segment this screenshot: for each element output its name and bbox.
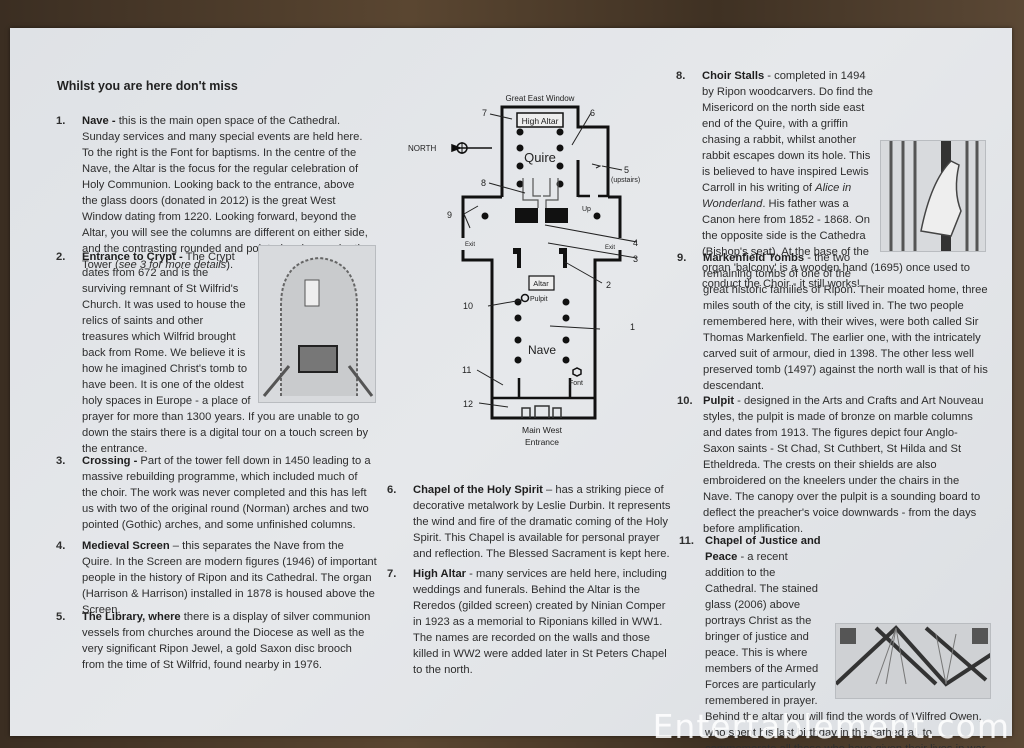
item-title: Nave - xyxy=(82,115,116,127)
watermark: Entertablement.com xyxy=(652,707,1010,746)
item-number: 9. xyxy=(677,252,687,264)
image-spacer xyxy=(868,250,988,280)
item-title: The Library, where xyxy=(82,611,181,623)
item-text: – has a striking piece of decorative met… xyxy=(413,484,671,560)
label-high-altar: High Altar xyxy=(522,116,559,126)
item-number: 8. xyxy=(676,70,686,82)
item-emphasis: see 3 for more details xyxy=(118,259,227,271)
label-entrance: Main West xyxy=(522,425,563,435)
north-arrow xyxy=(451,143,492,153)
quire-walls xyxy=(500,105,610,197)
item-crossing: 3. Crossing - Part of the tower fell dow… xyxy=(56,453,372,533)
screen-block-left xyxy=(515,208,538,223)
label-entrance: Entrance xyxy=(525,437,559,447)
item-title: Crossing - xyxy=(82,455,138,467)
item-title: Markenfield Tombs xyxy=(703,252,805,264)
item-chapel-justice-peace: 11. Chapel of Justice and Peace - a rece… xyxy=(679,533,995,748)
font-marker xyxy=(572,367,582,377)
label-east-window: Great East Window xyxy=(506,94,575,103)
item-crypt: 2. Entrance to Crypt - The Crypt dates f… xyxy=(56,245,376,457)
item-text: – this separates the Nave from the Quire… xyxy=(82,540,377,616)
item-number: 1. xyxy=(56,115,66,127)
item-text: ). xyxy=(226,259,234,271)
item-text: - a recent addition to the Cathedral. Th… xyxy=(705,551,988,748)
high-altar-box xyxy=(516,112,564,128)
item-number: 2. xyxy=(56,251,66,263)
label-up: Up xyxy=(582,206,591,213)
screen-block-right xyxy=(545,208,568,223)
west-doors xyxy=(521,405,562,418)
leaflet-sheet xyxy=(10,28,1012,736)
transept-nave-walls xyxy=(461,160,622,420)
item-chapel-holy-spirit: 6. Chapel of the Holy Spirit – has a str… xyxy=(387,482,673,562)
map-label-10: 10 xyxy=(463,301,473,311)
item-number: 3. xyxy=(56,455,66,467)
map-label-7: 7 xyxy=(482,108,487,118)
cathedral-floor-plan: Great East Window NORTH High Altar Quire… xyxy=(408,94,640,447)
label-altar: Altar xyxy=(533,279,549,288)
item-title: Chapel of Justice and Peace xyxy=(705,535,821,563)
map-label-6: 6 xyxy=(590,108,595,118)
item-text: there is a display of silver communion v… xyxy=(82,611,371,671)
map-label-2: 2 xyxy=(606,280,611,290)
item-number: 7. xyxy=(387,568,397,580)
map-label-11: 11 xyxy=(462,365,471,375)
item-title: Medieval Screen xyxy=(82,540,170,552)
item-text: Part of the tower fell down in 1450 lead… xyxy=(82,455,371,531)
leader-lines xyxy=(463,112,638,408)
map-label-8: 8 xyxy=(481,178,486,188)
item-choir-stalls: 8. Choir Stalls - completed in 1494 by R… xyxy=(676,68,992,292)
item-text: . His father was a Canon here from 1852 … xyxy=(702,198,970,290)
item-high-altar: 7. High Altar - many services are held h… xyxy=(387,566,673,678)
item-title: Pulpit xyxy=(703,395,735,407)
altar-box xyxy=(528,275,555,291)
item-title: Entrance to Crypt - xyxy=(82,251,183,263)
item-text: - the two remaining tombs of one of the … xyxy=(703,252,988,392)
item-title: Choir Stalls xyxy=(702,70,765,82)
label-north: NORTH xyxy=(408,144,437,153)
label-exit-north: Exit xyxy=(465,242,475,248)
wooden-hand-sketch-image xyxy=(880,140,986,252)
item-text: The Crypt dates from 672 and is the surv… xyxy=(82,251,369,455)
map-label-1: 1 xyxy=(630,322,635,332)
columns xyxy=(481,128,601,364)
map-label-3: 3 xyxy=(633,254,638,264)
item-text: - designed in the Arts and Crafts and Ar… xyxy=(703,395,984,535)
map-label-5: 5 xyxy=(624,165,629,175)
item-text: - completed in 1494 by Ripon woodcarvers… xyxy=(702,70,874,194)
item-number: 11. xyxy=(679,535,694,547)
pulpit-marker xyxy=(520,293,530,303)
item-library: 5. The Library, where there is a display… xyxy=(56,609,372,673)
item-markenfield-tombs: 9. Markenfield Tombs - the two remaining… xyxy=(677,250,988,394)
crypt-sketch-image xyxy=(258,245,376,403)
label-nave: Nave xyxy=(528,343,556,357)
map-label-12: 12 xyxy=(463,399,473,409)
label-font: Font xyxy=(569,380,583,387)
item-pulpit: 10. Pulpit - designed in the Arts and Cr… xyxy=(677,393,988,537)
label-upstairs: (upstairs) xyxy=(611,177,640,184)
stained-glass-sketch-image xyxy=(835,623,991,699)
item-title: Chapel of the Holy Spirit xyxy=(413,484,543,496)
map-label-9: 9 xyxy=(447,210,452,220)
item-number: 6. xyxy=(387,484,397,496)
item-number: 4. xyxy=(56,540,66,552)
page-heading: Whilst you are here don't miss xyxy=(57,79,238,93)
item-emphasis: Alice in Wonderland xyxy=(702,182,852,210)
item-number: 5. xyxy=(56,611,66,623)
label-pulpit: Pulpit xyxy=(530,296,548,303)
item-text: - many services are held here, including… xyxy=(413,568,667,676)
label-exit-south: Exit xyxy=(605,245,615,251)
label-quire: Quire xyxy=(524,150,556,165)
item-number: 10. xyxy=(677,395,693,407)
map-label-4: 4 xyxy=(633,238,638,248)
item-title: High Altar xyxy=(413,568,467,580)
item-medieval-screen: 4. Medieval Screen – this separates the … xyxy=(56,538,377,618)
